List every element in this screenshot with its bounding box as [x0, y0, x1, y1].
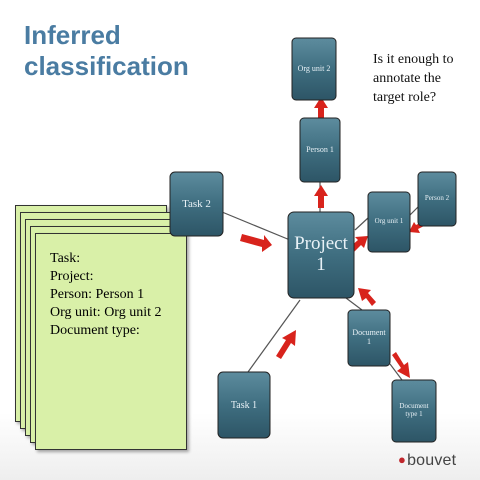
- metadata-document-type: Document type:: [50, 323, 140, 338]
- metadata-task: Task:: [50, 251, 81, 266]
- metadata-org-unit: Org unit: Org unit 2: [50, 305, 162, 320]
- arrow-document1-to-project: [358, 288, 376, 306]
- arrow-task2-to-project: [240, 234, 272, 252]
- title-line-1: Inferred: [24, 20, 121, 50]
- node-task2[interactable]: [169, 171, 224, 237]
- logo-dots-icon: ●: [398, 452, 407, 467]
- title-line-2: classification: [24, 51, 189, 81]
- arrow-project-to-person1: [314, 185, 328, 208]
- node-document1[interactable]: [347, 309, 391, 367]
- node-orgunit1[interactable]: [367, 191, 411, 253]
- edge-task2-project: [221, 211, 291, 241]
- node-person2[interactable]: [417, 171, 457, 227]
- slide-title: Inferred classification: [24, 20, 189, 82]
- node-task1[interactable]: [217, 371, 271, 439]
- edge-task1-project: [247, 299, 301, 373]
- node-doctype1[interactable]: [391, 379, 437, 443]
- document-page-front: [35, 233, 187, 450]
- document-metadata: Task: Project: Person: Person 1 Org unit…: [50, 250, 190, 340]
- metadata-project: Project:: [50, 269, 94, 284]
- question-text: Is it enough to annotate the target role…: [373, 52, 454, 105]
- node-orgunit2[interactable]: [291, 37, 337, 101]
- node-person1[interactable]: [299, 117, 341, 183]
- arrow-document1-to-doctype1: [392, 352, 410, 378]
- metadata-person: Person: Person 1: [50, 287, 145, 302]
- bouvet-logo: ●bouvet: [398, 452, 456, 470]
- arrow-person1-to-orgunit2: [314, 97, 328, 119]
- edge-orgunit1-project: [354, 217, 369, 231]
- logo-text: bouvet: [407, 452, 457, 469]
- node-project[interactable]: [287, 211, 355, 299]
- edge-document1-doctype1: [389, 363, 403, 381]
- arrow-task1-to-project: [276, 330, 296, 359]
